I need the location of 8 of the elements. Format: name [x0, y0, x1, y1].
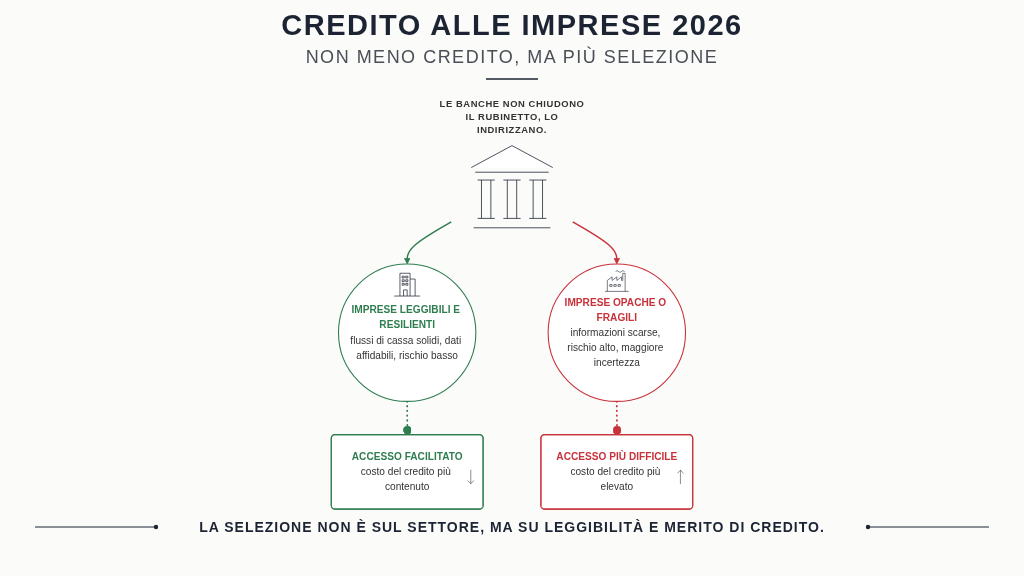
node-circle: IMPRESE LEGGIBILI E RESILIENTI flussi di cassa solidi, dati affidabili, rischio basso	[337, 263, 477, 402]
subtitle: NON MENO CREDITO, MA PIÙ SELEZIONE	[305, 46, 719, 68]
title: CREDITO ALLE IMPRESE 2026	[281, 8, 743, 42]
node-circle: IMPRESE OPACHE O FRAGILI informazioni scarse, rischio alto, maggiore incertezza	[547, 263, 687, 402]
statement-text: LE BANCHE NON CHIUDONO IL RUBINETTO, LO INDIRIZZANO.	[438, 97, 586, 137]
arrow	[404, 221, 452, 265]
conclusion-text: LA SELEZIONE NON È SUL SETTORE, MA SU LEGGIBILITÀ E MERITO DI CREDITO.	[199, 518, 825, 537]
arrow	[572, 221, 620, 265]
